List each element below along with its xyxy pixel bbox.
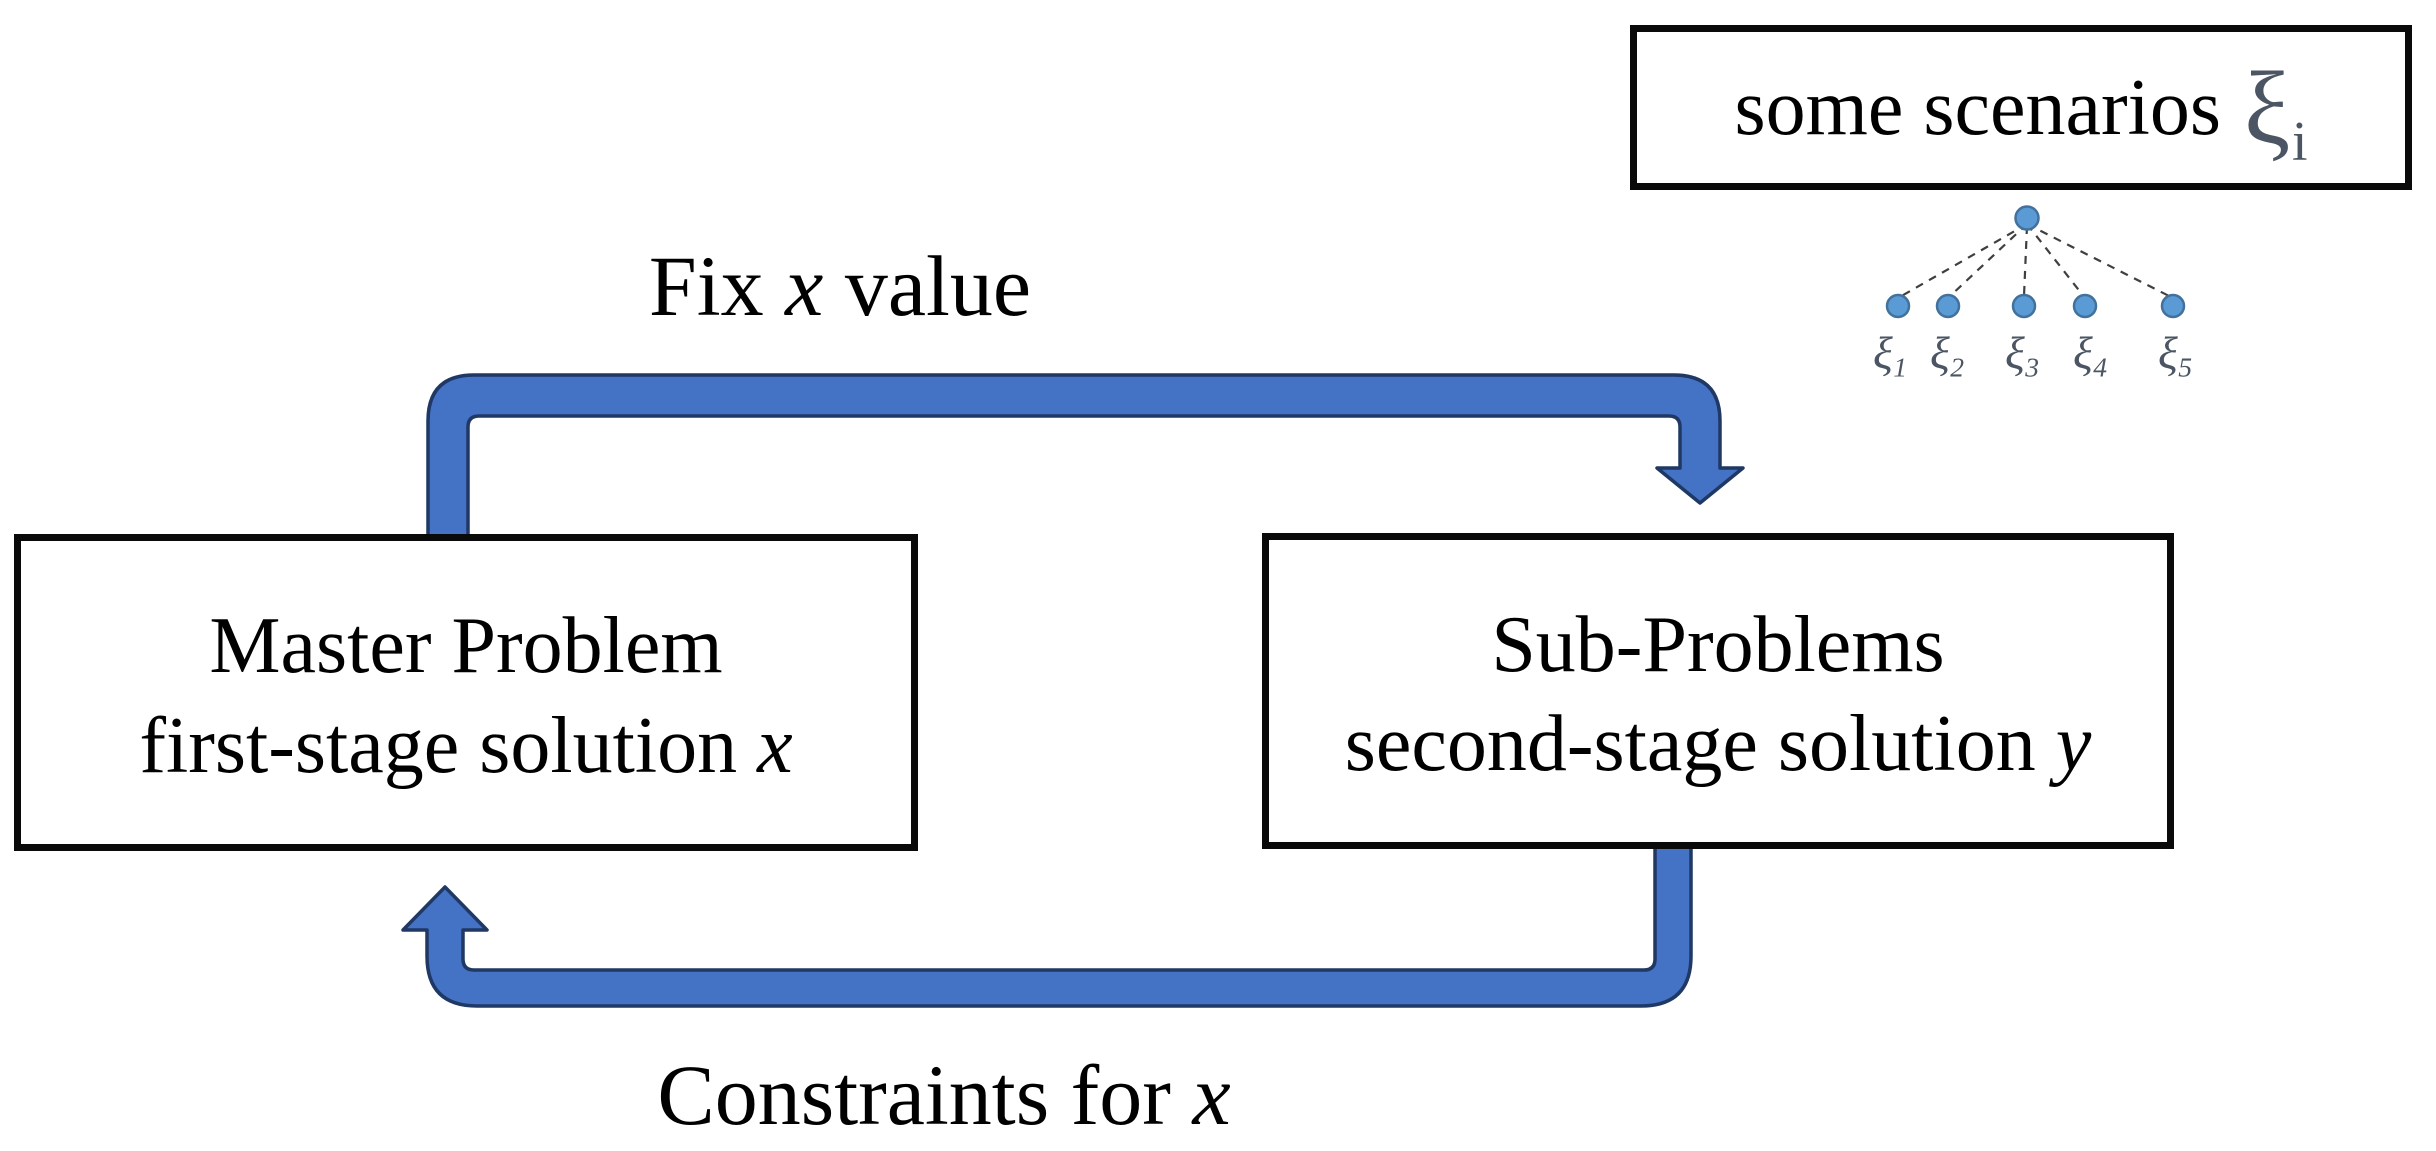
sub-problems-text: Sub-Problems second-stage solution y: [1345, 588, 2092, 794]
scenarios-box-label: some scenarios: [1734, 63, 2222, 152]
xi-base: ξ: [2243, 50, 2291, 166]
sub-problems-box: Sub-Problems second-stage solution y: [1262, 533, 2174, 849]
fix-x-label-post: value: [823, 238, 1032, 334]
master-problem-line1: Master Problem: [209, 602, 723, 691]
scenario-tree: [1885, 205, 2186, 319]
constraints-label-pre: Constraints for: [657, 1047, 1193, 1143]
sub-line2-var: y: [2055, 700, 2092, 788]
leaf-label-base: ξ: [2004, 327, 2025, 379]
scenario-leaf-label: ξ1: [1872, 327, 1908, 383]
scenario-leaf-node: [1935, 293, 1961, 319]
scenario-leaf-label: ξ4: [2072, 327, 2108, 383]
master-line2-var: x: [757, 701, 793, 790]
fix-x-arrow: [426, 373, 1745, 543]
master-problem-line2: first-stage solution x: [139, 697, 792, 796]
leaf-label-sub: 1: [1893, 351, 1908, 383]
leaf-label-base: ξ: [2072, 327, 2093, 379]
sub-problems-line2: second-stage solution y: [1345, 695, 2092, 794]
scenario-leaf-node: [2011, 293, 2037, 319]
fix-x-label-var: x: [785, 238, 824, 334]
scenario-leaf-label: ξ2: [1929, 327, 1965, 383]
leaf-label-sub: 5: [2178, 351, 2193, 383]
scenario-edge: [1947, 223, 2028, 299]
scenario-edge: [2022, 225, 2029, 297]
master-problem-box: Master Problem first-stage solution x: [14, 534, 918, 851]
sub-line2-text: second-stage solution: [1344, 700, 2056, 788]
scenario-leaf-node: [1885, 293, 1911, 319]
scenario-leaf-label: ξ5: [2157, 327, 2193, 383]
scenario-root-node: [2014, 205, 2040, 231]
scenario-edge: [1897, 223, 2028, 299]
fix-x-label-pre: Fix: [648, 238, 786, 334]
constraints-label-var: x: [1192, 1047, 1231, 1143]
xi-subscript: i: [2291, 111, 2308, 174]
constraints-label: Constraints for x: [657, 1052, 1230, 1138]
leaf-label-base: ξ: [1929, 327, 1950, 379]
fix-x-label: Fix x value: [649, 243, 1031, 329]
constraints-arrow: [401, 841, 1693, 1008]
master-problem-text: Master Problem first-stage solution x: [139, 589, 792, 795]
leaf-label-base: ξ: [2157, 327, 2178, 379]
leaf-label-sub: 3: [2025, 351, 2040, 383]
scenario-edge: [2026, 223, 2086, 299]
sub-problems-line1: Sub-Problems: [1491, 600, 1945, 689]
scenario-leaf-label: ξ3: [2004, 327, 2040, 383]
scenario-edge: [2026, 223, 2174, 299]
scenario-leaf-node: [2072, 293, 2098, 319]
leaf-label-sub: 2: [1950, 351, 1965, 383]
xi-symbol: ξi: [2244, 56, 2308, 174]
master-line2-text: first-stage solution: [139, 701, 758, 790]
leaf-label-sub: 4: [2093, 351, 2108, 383]
leaf-label-base: ξ: [1872, 327, 1893, 379]
scenario-leaf-node: [2160, 293, 2186, 319]
